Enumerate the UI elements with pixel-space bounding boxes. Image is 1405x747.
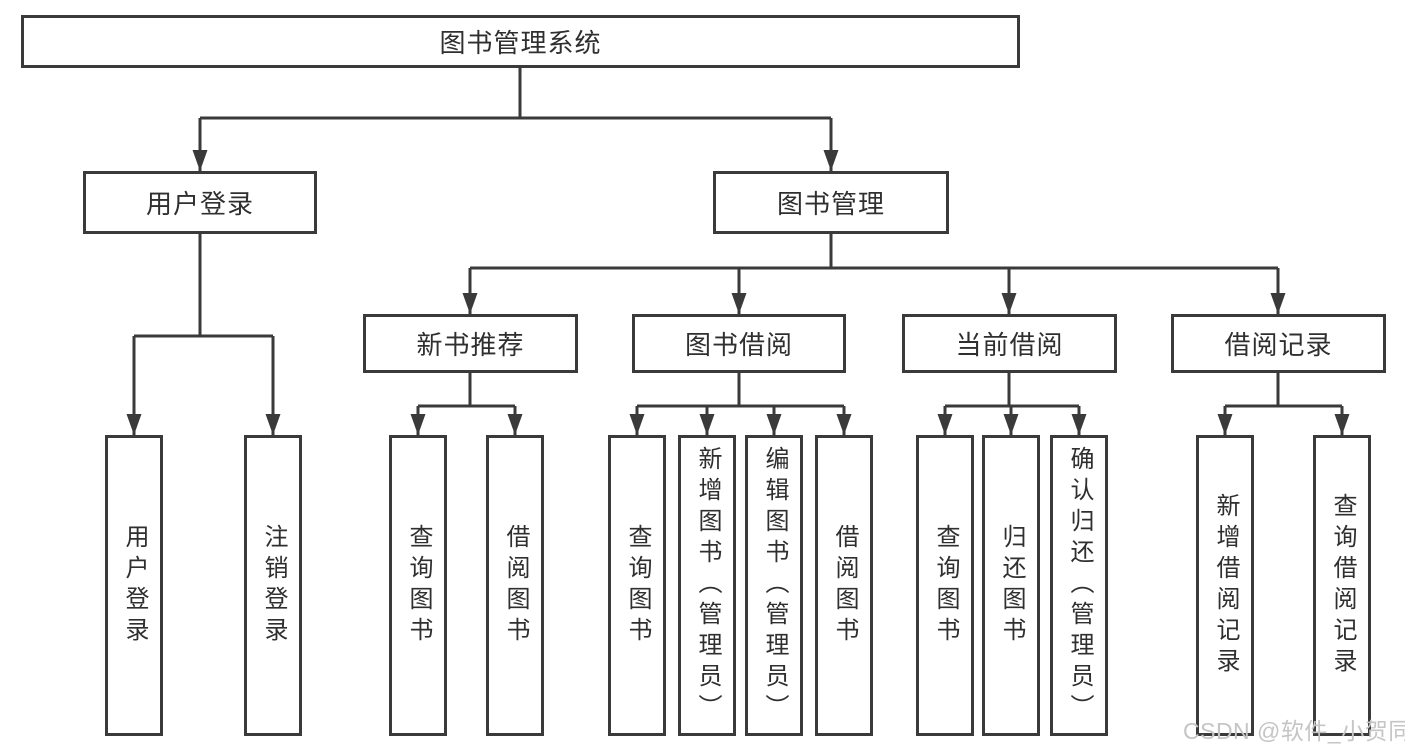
node-new-book-recommend: 新书推荐 (363, 314, 578, 373)
leaf-edit-books-admin-label: 编辑图书（管理员） (761, 446, 788, 725)
leaf-borrow-books-label: 借阅图书 (831, 523, 858, 648)
edge-book-borrow-to-leaves (629, 373, 852, 435)
leaf-query-books-recommend: 查询图书 (389, 435, 447, 736)
leaf-query-books-recommend-label: 查询图书 (405, 523, 432, 648)
leaf-query-borrow-record: 查询借阅记录 (1313, 435, 1371, 736)
leaf-query-books-current: 查询图书 (916, 435, 974, 736)
node-library-management-system: 图书管理系统 (21, 15, 1020, 68)
edge-new-book-recommend-to-leaves (410, 373, 523, 435)
edge-borrow-records-to-leaves (1217, 373, 1350, 435)
edge-user-login-to-leaves (126, 234, 281, 435)
edge-root-to-level2 (192, 68, 839, 171)
leaf-return-books-label: 归还图书 (998, 523, 1025, 648)
leaf-query-borrow-record-label: 查询借阅记录 (1329, 492, 1356, 679)
leaf-add-borrow-record: 新增借阅记录 (1196, 435, 1254, 736)
leaf-add-books-admin: 新增图书（管理员） (678, 435, 736, 736)
node-book-management: 图书管理 (713, 171, 949, 234)
leaf-borrow-books-recommend-label: 借阅图书 (502, 523, 529, 648)
leaf-query-books-borrow: 查询图书 (608, 435, 666, 736)
leaf-query-books-current-label: 查询图书 (932, 523, 959, 648)
leaf-return-books: 归还图书 (982, 435, 1040, 736)
node-user-login: 用户登录 (83, 171, 317, 234)
node-book-borrow: 图书借阅 (632, 314, 846, 373)
leaf-add-books-admin-label: 新增图书（管理员） (694, 446, 721, 725)
leaf-logout: 注销登录 (244, 435, 302, 736)
edge-current-borrow-to-leaves (937, 373, 1087, 435)
leaf-confirm-return-admin-label: 确认归还（管理员） (1066, 446, 1093, 725)
leaf-confirm-return-admin: 确认归还（管理员） (1050, 435, 1108, 736)
leaf-query-books-borrow-label: 查询图书 (624, 523, 651, 648)
watermark: CSDN @软件_小贺同学 (1183, 718, 1405, 744)
leaf-logout-label: 注销登录 (260, 523, 287, 648)
edge-book-management-to-level3 (462, 234, 1286, 314)
leaf-edit-books-admin: 编辑图书（管理员） (745, 435, 803, 736)
leaf-user-login-label: 用户登录 (121, 523, 148, 648)
leaf-add-borrow-record-label: 新增借阅记录 (1212, 492, 1239, 679)
leaf-user-login: 用户登录 (105, 435, 163, 736)
node-current-borrow: 当前借阅 (902, 314, 1117, 373)
leaf-borrow-books-recommend: 借阅图书 (486, 435, 544, 736)
leaf-borrow-books: 借阅图书 (815, 435, 873, 736)
node-borrow-records: 借阅记录 (1171, 314, 1386, 373)
